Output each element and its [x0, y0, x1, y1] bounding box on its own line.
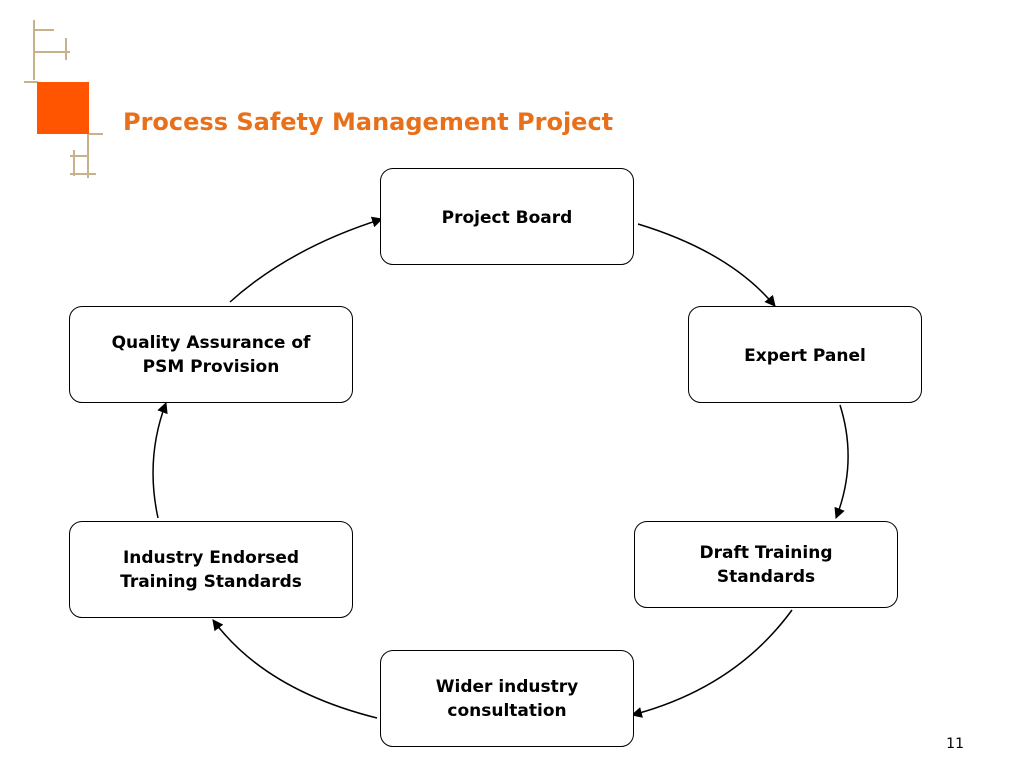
node-label: Wider industry consultation [435, 677, 579, 721]
node-label: Quality Assurance of PSM Provision [111, 333, 311, 377]
node-industry-endorsed-training-standards: Industry Endorsed Training Standards [69, 521, 353, 618]
node-quality-assurance: Quality Assurance of PSM Provision [69, 306, 353, 403]
slide-title: Process Safety Management Project [123, 108, 614, 136]
node-label: Expert Panel [744, 346, 866, 366]
accent-square [37, 82, 89, 134]
page-number: 11 [946, 736, 964, 752]
corner-logo [24, 20, 103, 178]
node-label: Draft Training Standards [699, 543, 833, 587]
arrow-draft-to-wider [630, 609, 793, 718]
node-label: Project Board [441, 208, 573, 228]
arrow-expert-to-draft [834, 404, 849, 520]
node-label: Industry Endorsed Training Standards [120, 548, 302, 592]
arrow-endorsed-to-qa [152, 401, 168, 519]
node-project-board: Project Board [380, 168, 634, 265]
node-expert-panel: Expert Panel [688, 306, 922, 403]
node-wider-industry-consultation: Wider industry consultation [380, 650, 634, 747]
node-draft-training-standards: Draft Training Standards [634, 521, 898, 608]
arrow-qa-to-board [229, 216, 384, 303]
arrow-wider-to-endorsed [212, 619, 378, 719]
arrow-board-to-expert [637, 223, 776, 307]
